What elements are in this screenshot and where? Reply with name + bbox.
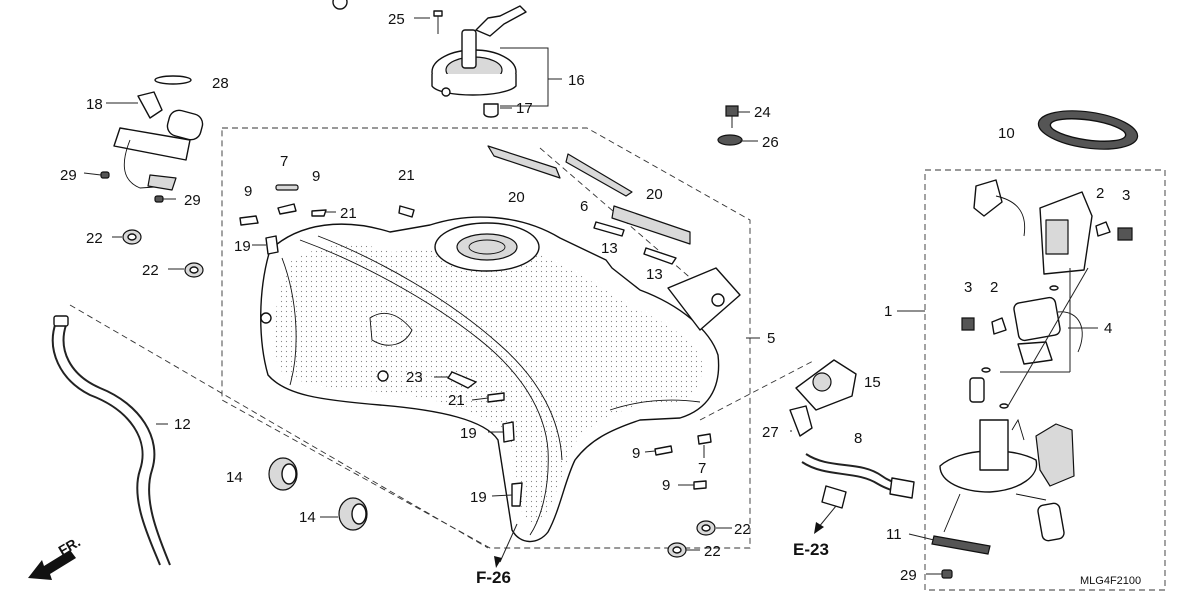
callout-9: 9: [244, 183, 252, 200]
callout-20: 20: [508, 189, 525, 206]
drain-hose: [51, 315, 171, 566]
callout-3: 3: [964, 279, 972, 296]
callout-3: 3: [1122, 187, 1130, 204]
fuel-hose: [789, 359, 915, 509]
callout-15: 15: [864, 374, 881, 391]
fuel-pump-assembly: [931, 179, 1133, 579]
callout-10: 10: [998, 125, 1015, 142]
callout-19: 19: [460, 425, 477, 442]
callout-29: 29: [60, 167, 77, 184]
callout-4: 4: [1104, 320, 1112, 337]
front-direction-label: FR.: [56, 533, 84, 558]
callout-numbers: 1 2 2 3 3 4 5 6 7 7 8 9 9 9 9 10 11 12 1…: [60, 11, 1130, 584]
callout-29: 29: [900, 567, 917, 584]
grommets: [122, 229, 716, 558]
callout-1: 1: [884, 303, 892, 320]
callout-21: 21: [448, 392, 465, 409]
callout-9: 9: [632, 445, 640, 462]
callout-21: 21: [340, 205, 357, 222]
fuel-filler-cap: [332, 0, 527, 118]
rubber-cushions: [268, 457, 368, 531]
callout-16: 16: [568, 72, 585, 89]
callout-22: 22: [704, 543, 721, 560]
tapes-and-clips: [239, 145, 712, 507]
callout-29: 29: [184, 192, 201, 209]
callout-14: 14: [299, 509, 316, 526]
diagram-code: MLG4F2100: [1080, 575, 1141, 587]
callout-28: 28: [212, 75, 229, 92]
leader-lines: [83, 17, 1098, 575]
gasket: [1037, 110, 1139, 150]
callout-22: 22: [142, 262, 159, 279]
callout-25: 25: [388, 11, 405, 28]
callout-12: 12: [174, 416, 191, 433]
callout-18: 18: [86, 96, 103, 113]
fuel-tank: [260, 216, 741, 543]
callout-7: 7: [698, 460, 706, 477]
callout-11: 11: [886, 526, 902, 543]
callout-17: 17: [516, 100, 533, 117]
callout-2: 2: [990, 279, 998, 296]
callout-6: 6: [580, 198, 588, 215]
reference-f26: F-26: [476, 568, 511, 587]
callout-9: 9: [312, 168, 320, 185]
callout-22: 22: [734, 521, 751, 538]
fuel-sender-unit: [100, 75, 204, 203]
callout-27: 27: [762, 424, 779, 441]
callout-20: 20: [646, 186, 663, 203]
assembly-dashed-frames: [69, 127, 1166, 591]
callout-5: 5: [767, 330, 775, 347]
callout-8: 8: [854, 430, 862, 447]
front-direction-arrow: FR.: [28, 533, 83, 580]
callout-13: 13: [646, 266, 663, 283]
callout-23: 23: [406, 369, 423, 386]
callout-7: 7: [280, 153, 288, 170]
callout-14: 14: [226, 469, 243, 486]
reference-e23: E-23: [793, 540, 829, 559]
bolt-and-washer: [717, 105, 743, 146]
callout-13: 13: [601, 240, 618, 257]
callout-2: 2: [1096, 185, 1104, 202]
callout-26: 26: [762, 134, 779, 151]
callout-21: 21: [398, 167, 415, 184]
callout-24: 24: [754, 104, 771, 121]
callout-19: 19: [470, 489, 487, 506]
callout-22: 22: [86, 230, 103, 247]
callout-9: 9: [662, 477, 670, 494]
callout-19: 19: [234, 238, 251, 255]
